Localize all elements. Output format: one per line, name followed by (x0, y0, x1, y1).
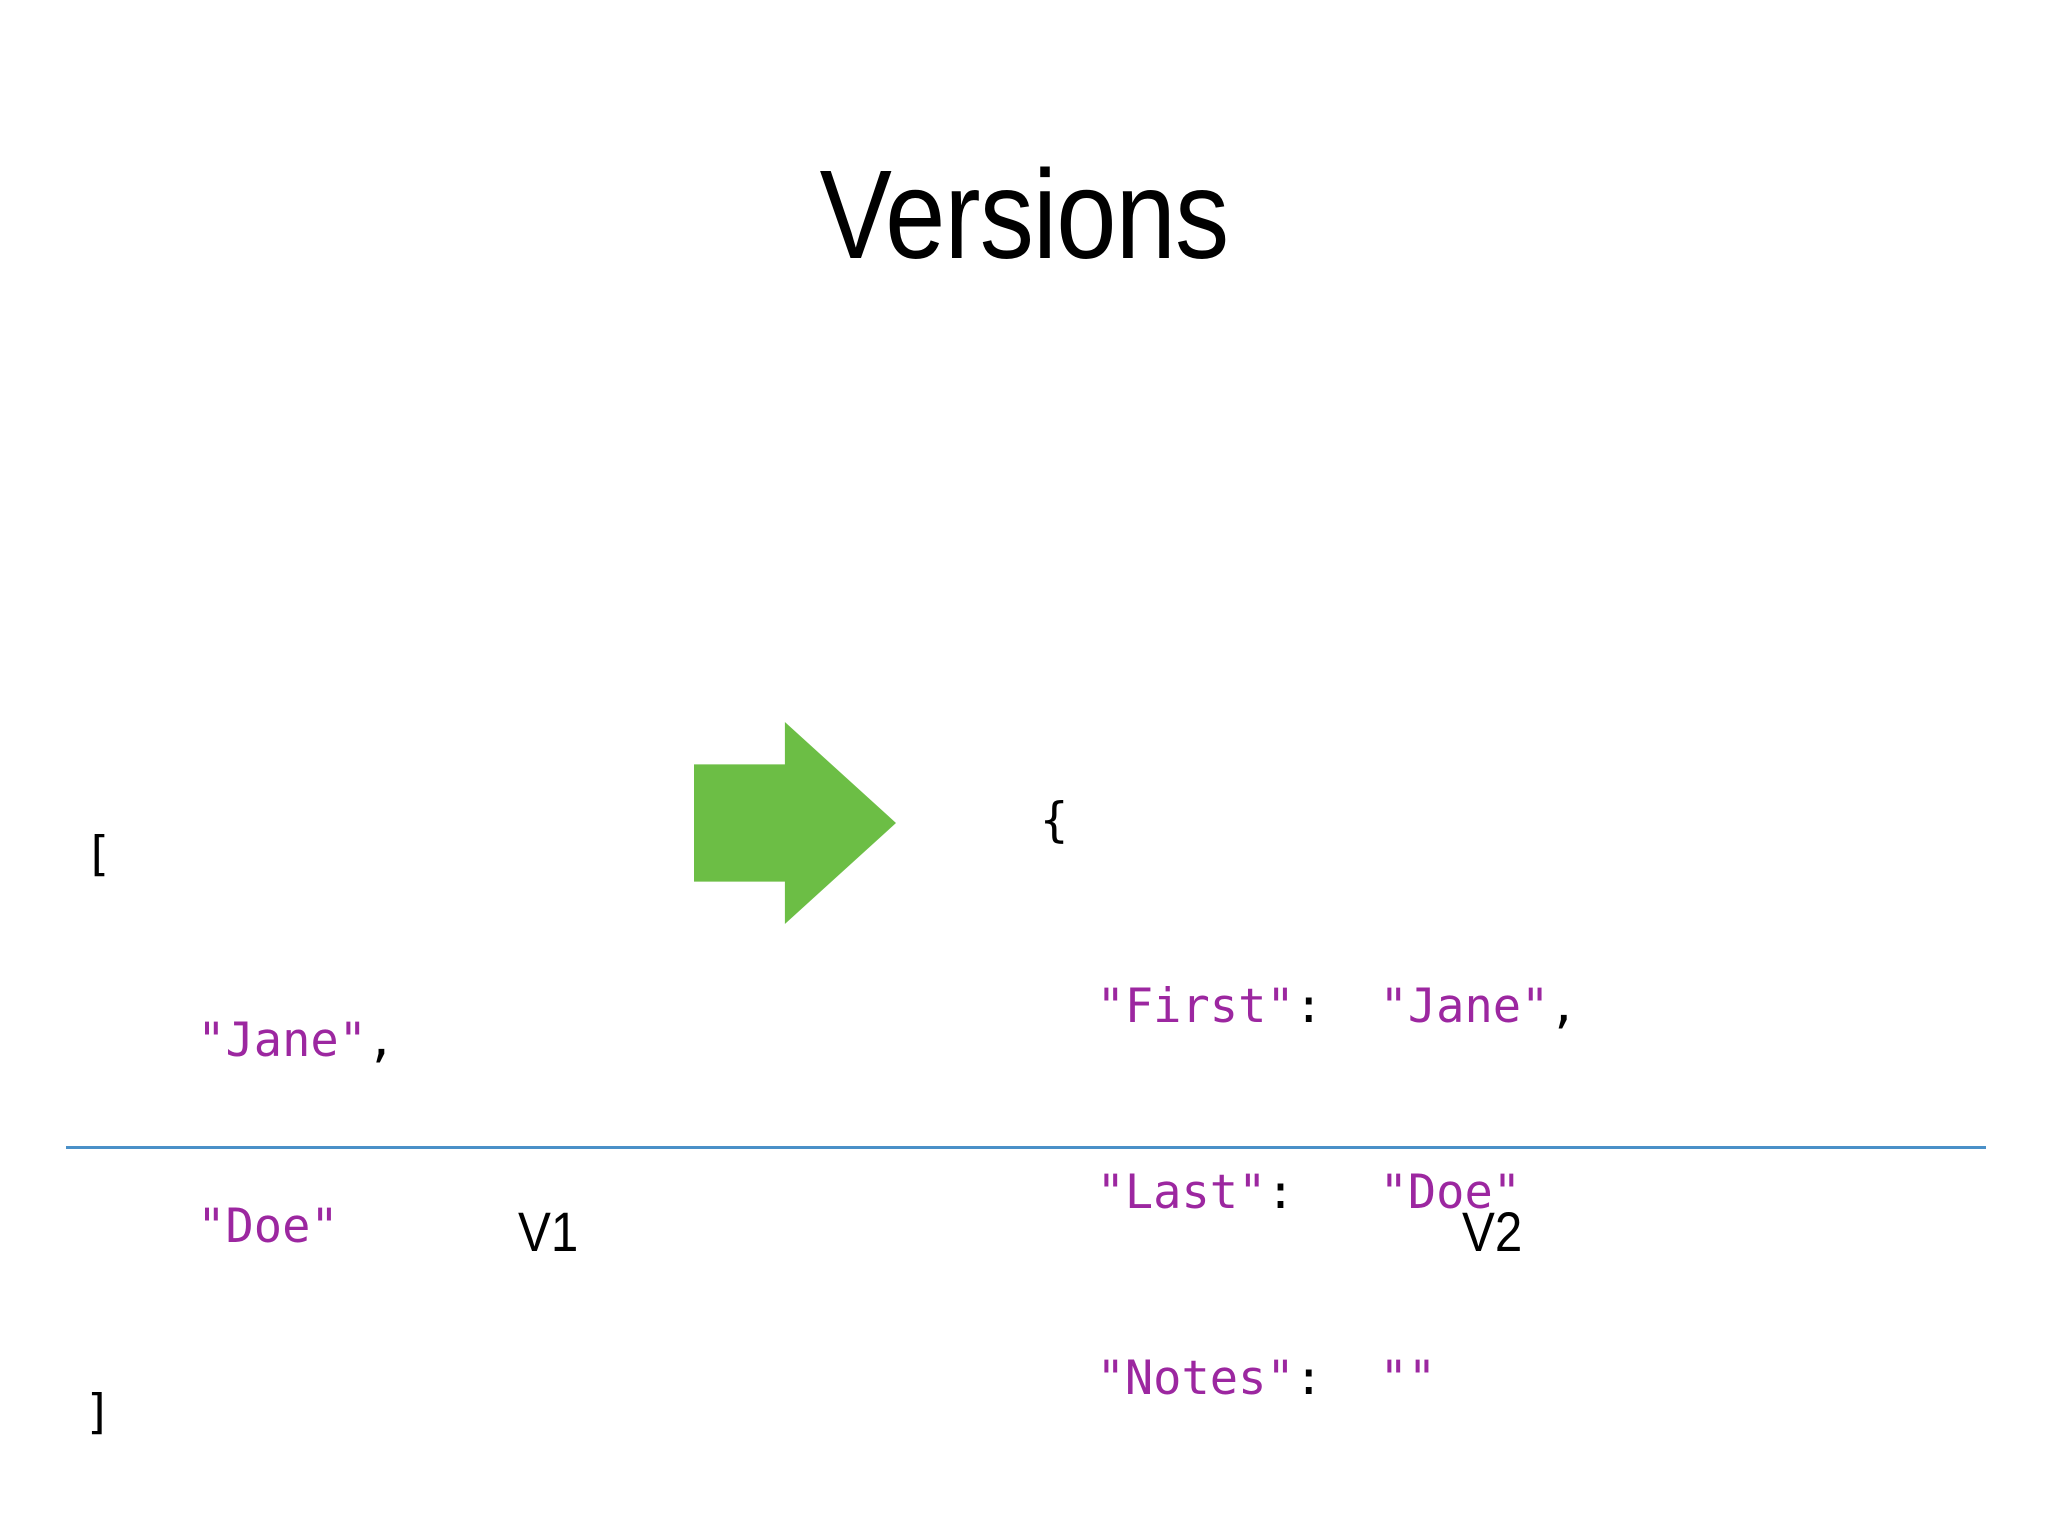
gap-spacer (1323, 1351, 1351, 1406)
code-line-close-bracket: ] (84, 1382, 395, 1444)
brace-open-token: { (1040, 793, 1069, 848)
gap-spacer (1295, 1165, 1352, 1220)
string-token: "Jane" (197, 1013, 367, 1068)
version-label-v2: V2 (1462, 1200, 1523, 1263)
value-token: "Doe" (1379, 1165, 1522, 1220)
gap-spacer (1323, 979, 1351, 1034)
value-token: "Jane" (1379, 979, 1550, 1034)
code-line-open-bracket: [ (84, 824, 395, 886)
colon-token: : (1294, 1351, 1323, 1406)
key-token: "First" (1096, 979, 1295, 1034)
code-line: "Notes": "" (1040, 1348, 1578, 1410)
version-divider (66, 1146, 1986, 1149)
code-line: "Jane", (84, 1010, 395, 1072)
code-block-v1: [ "Jane", "Doe" ] (84, 700, 395, 1536)
page-title: Versions (819, 144, 1230, 285)
key-token: "Last" (1096, 1165, 1267, 1220)
value-token: "" (1379, 1351, 1437, 1406)
code-line: "First": "Jane", (1040, 976, 1578, 1038)
right-block-arrow-icon (694, 722, 896, 924)
code-block-v2: { "First": "Jane", "Last": "Doe" "Notes"… (1040, 666, 1578, 1536)
colon-token: : (1294, 979, 1323, 1034)
comma-token: , (366, 1013, 396, 1068)
key-token: "Notes" (1096, 1351, 1295, 1406)
code-line-open-brace: { (1040, 790, 1578, 852)
code-line: "Doe" (84, 1196, 395, 1258)
code-line: "Last": "Doe" (1040, 1162, 1578, 1224)
comma-token: , (1549, 979, 1578, 1034)
bracket-open-token: [ (84, 827, 113, 882)
bracket-close-token: ] (84, 1385, 113, 1440)
string-token: "Doe" (197, 1199, 339, 1254)
colon-token: : (1266, 1165, 1295, 1220)
version-label-v1: V1 (518, 1200, 579, 1263)
